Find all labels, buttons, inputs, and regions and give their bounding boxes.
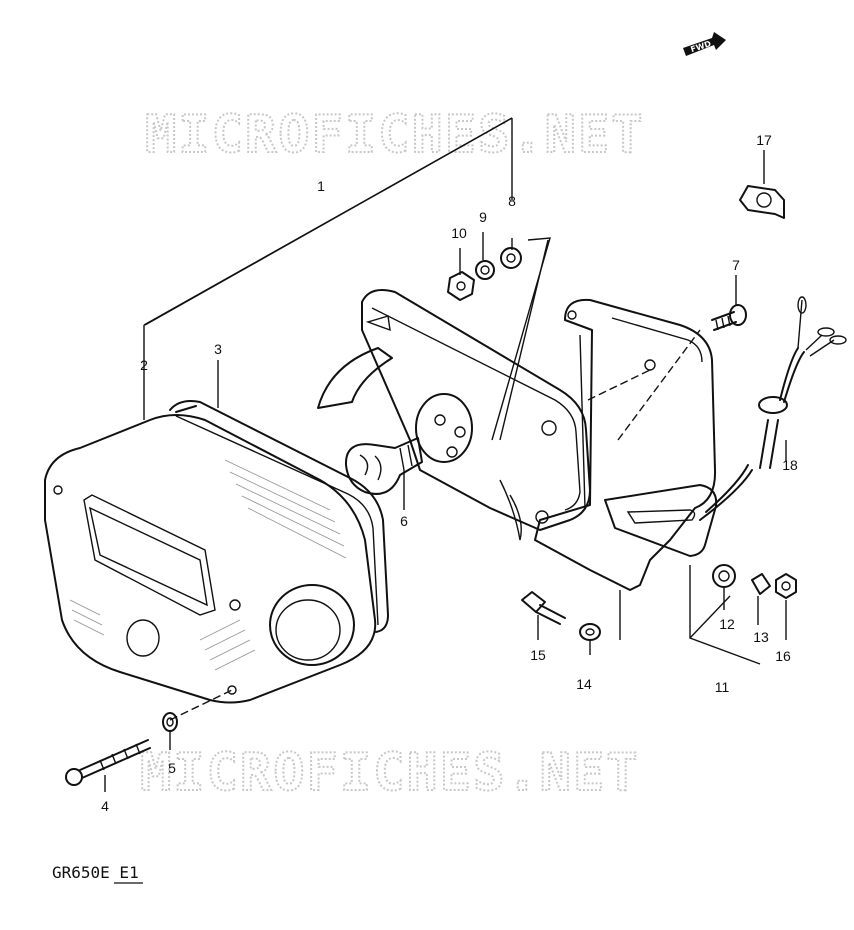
nut-10 <box>447 271 475 301</box>
washer-14 <box>579 623 601 641</box>
part-label-18: 18 <box>782 457 798 473</box>
wire-harness <box>699 296 847 521</box>
bolt-7 <box>711 304 747 331</box>
watermark-bottom: MICROFICHES.NET <box>140 743 640 803</box>
grommet-12 <box>712 564 736 588</box>
lock-washer-9 <box>475 260 495 280</box>
washer-8 <box>500 247 522 269</box>
model-code: GR650E E1 <box>52 863 139 882</box>
part-label-3: 3 <box>214 341 222 357</box>
bolt-15 <box>521 591 566 625</box>
part-label-12: 12 <box>719 616 735 632</box>
long-screw <box>65 739 151 786</box>
part-label-17: 17 <box>756 132 772 148</box>
part-label-16: 16 <box>775 648 791 664</box>
part-label-2: 2 <box>140 357 148 373</box>
part-label-7: 7 <box>732 257 740 273</box>
wire-clamp <box>739 185 785 219</box>
lens-housing <box>44 414 377 704</box>
fwd-arrow-icon: FWD <box>683 32 726 56</box>
collar-13 <box>751 573 771 595</box>
mounting-bracket <box>534 298 718 591</box>
leader-lines <box>104 117 787 792</box>
part-label-6: 6 <box>400 513 408 529</box>
watermark-top: MICROFICHES.NET <box>145 105 645 165</box>
bulb <box>344 437 423 495</box>
part-label-15: 15 <box>530 647 546 663</box>
part-label-4: 4 <box>101 798 109 814</box>
part-label-13: 13 <box>753 629 769 645</box>
part-label-1: 1 <box>317 178 325 194</box>
part-label-14: 14 <box>576 676 592 692</box>
part-label-11: 11 <box>715 679 730 695</box>
lamp-base-plate <box>317 289 591 541</box>
part-label-10: 10 <box>451 225 467 241</box>
fwd-label: FWD <box>689 39 712 54</box>
nut-16 <box>775 573 797 599</box>
part-label-9: 9 <box>479 209 487 225</box>
washer-small <box>162 712 178 732</box>
part-label-5: 5 <box>168 760 176 776</box>
part-label-8: 8 <box>508 193 516 209</box>
lens-gasket <box>169 400 389 633</box>
